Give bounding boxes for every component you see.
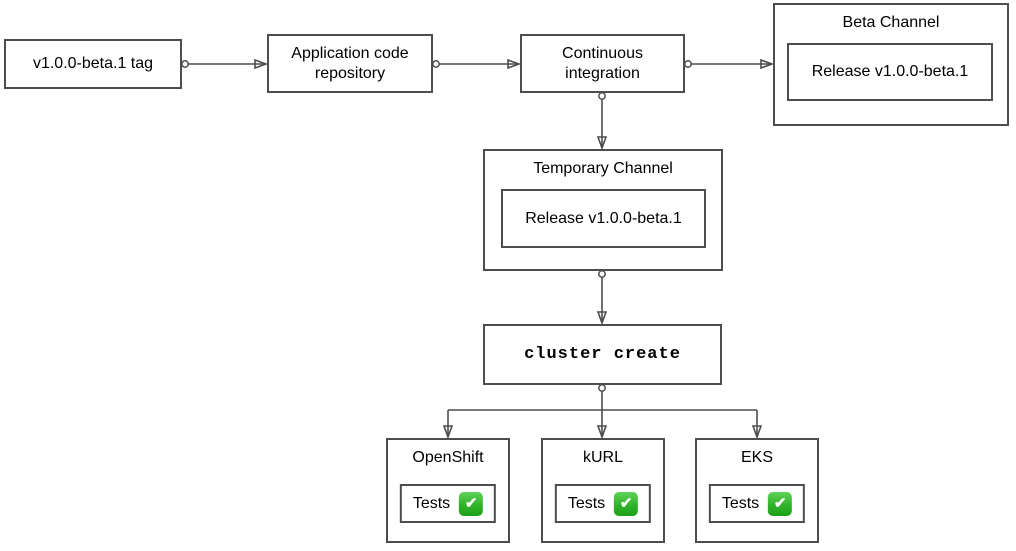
check-icon: ✔ [614,491,639,516]
node-beta-channel: Beta Channel Release v1.0.0-beta.1 [773,3,1009,126]
beta-release-label: Release v1.0.0-beta.1 [811,63,969,80]
eks-tests-box: Tests ✔ [708,484,806,523]
eks-title: EKS [740,449,773,466]
node-cluster-create: cluster create [483,324,722,385]
version-tag-label: v1.0.0-beta.1 tag [32,55,154,72]
node-app-code-repository: Application code repository [267,34,433,93]
node-version-tag: v1.0.0-beta.1 tag [4,39,182,89]
node-temp-release: Release v1.0.0-beta.1 [501,189,706,248]
kurl-title: kURL [582,449,623,466]
node-openshift: OpenShift Tests ✔ [386,438,510,543]
continuous-integration-label: Continuous integration [562,44,643,82]
kurl-tests-box: Tests ✔ [554,484,652,523]
openshift-tests-label: Tests [412,494,451,512]
eks-tests-label: Tests [721,494,760,512]
check-icon: ✔ [459,491,484,516]
check-icon: ✔ [768,491,793,516]
beta-channel-title: Beta Channel [842,14,940,31]
cluster-create-label: cluster create [524,344,681,364]
node-beta-release: Release v1.0.0-beta.1 [787,43,993,101]
node-kurl: kURL Tests ✔ [541,438,665,543]
node-eks: EKS Tests ✔ [695,438,819,543]
node-temporary-channel: Temporary Channel Release v1.0.0-beta.1 [483,149,723,271]
temporary-channel-title: Temporary Channel [533,160,673,177]
kurl-tests-label: Tests [567,494,606,512]
node-continuous-integration: Continuous integration [520,34,685,93]
temp-release-label: Release v1.0.0-beta.1 [525,209,682,227]
openshift-tests-box: Tests ✔ [399,484,497,523]
openshift-title: OpenShift [412,449,484,466]
app-code-repository-label: Application code repository [291,44,409,82]
